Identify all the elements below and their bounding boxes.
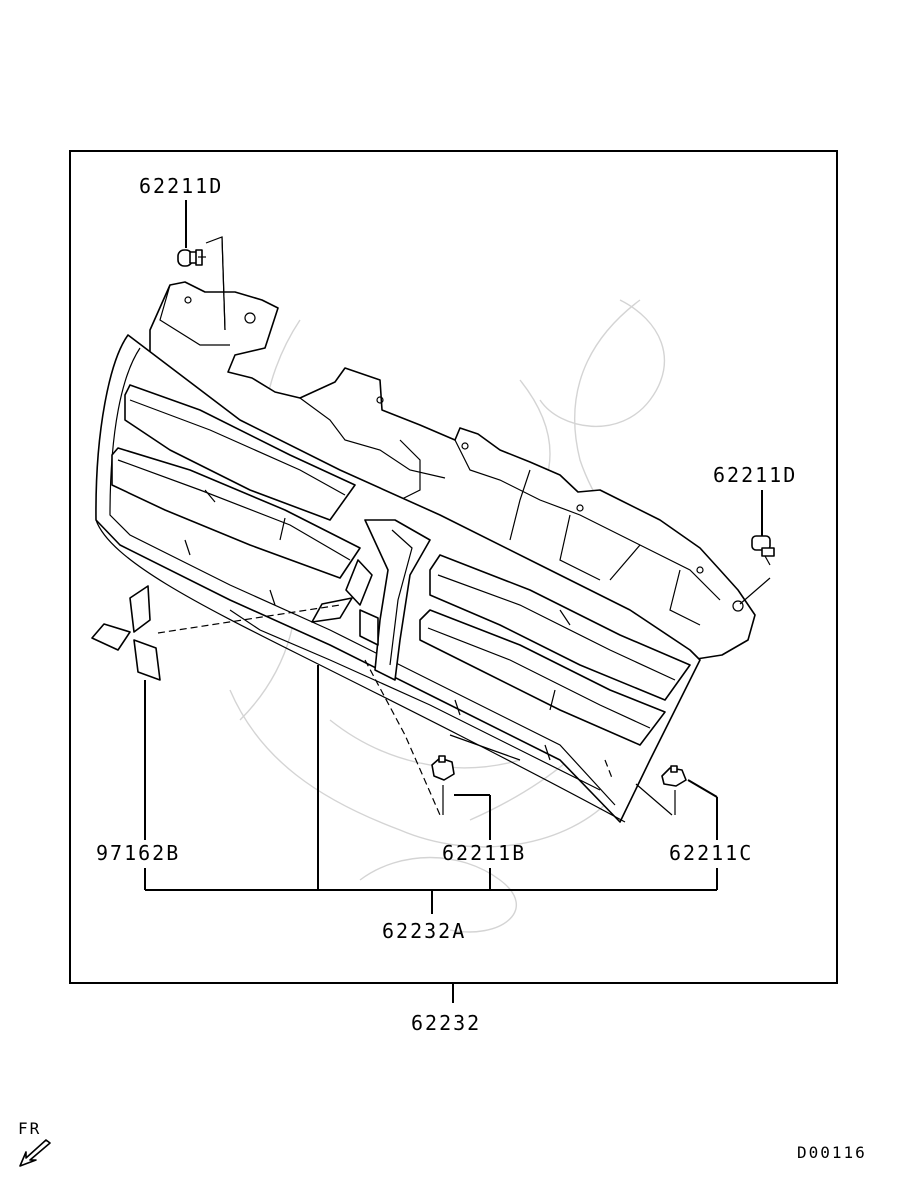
emblem-97162b[interactable] (91, 585, 161, 681)
label-62232[interactable]: 62232 (411, 1011, 481, 1035)
leader-lines (144, 200, 771, 1003)
clip-62211d-right[interactable] (751, 535, 775, 566)
label-62211d-right[interactable]: 62211D (713, 463, 797, 487)
label-97162b[interactable]: 97162B (96, 841, 180, 865)
grille-assembly[interactable] (95, 281, 756, 823)
clip-62211c[interactable] (661, 765, 687, 787)
grille-emblem-mounted (311, 559, 379, 646)
clip-62211b[interactable] (431, 755, 455, 781)
clip-62211d-top[interactable] (177, 249, 206, 267)
direction-label: FR (18, 1119, 41, 1138)
label-62211c[interactable]: 62211C (669, 841, 753, 865)
label-62211b[interactable]: 62211B (442, 841, 526, 865)
front-arrow-icon (19, 1139, 51, 1167)
label-62232a[interactable]: 62232A (382, 919, 466, 943)
label-62211d-top[interactable]: 62211D (139, 174, 223, 198)
diagram-code: D00116 (797, 1143, 867, 1162)
